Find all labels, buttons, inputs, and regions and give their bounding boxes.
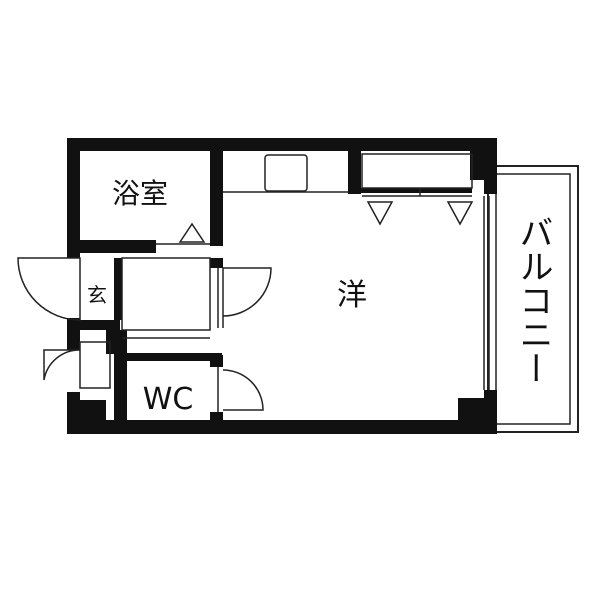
- wall-hall-bottom: [122, 353, 222, 361]
- wall-wc-right: [210, 355, 223, 367]
- wall-hall-right: [210, 258, 223, 268]
- balcony: [487, 165, 579, 433]
- closet: [361, 153, 473, 189]
- storage-door: [43, 349, 81, 381]
- balcony-inner-rail: [495, 173, 571, 425]
- kitchen-sink: [264, 154, 308, 192]
- wall-bottom: [67, 420, 497, 434]
- wall-closet-left: [348, 150, 361, 194]
- wc-door: [222, 369, 264, 411]
- wall-entrance-divider: [114, 258, 122, 320]
- closet-door-left: [366, 201, 394, 226]
- doors: [17, 257, 272, 411]
- toilet-label: WC: [143, 382, 194, 417]
- wall-wc-right-low: [210, 412, 223, 424]
- hall-door: [222, 267, 272, 317]
- wall-closet-bottom: [348, 188, 472, 193]
- fixtures: [121, 153, 490, 412]
- hall-partition: [121, 257, 211, 331]
- balcony-outer-rail: [487, 165, 579, 433]
- closet-door-right: [446, 201, 474, 226]
- wall-top: [67, 138, 497, 151]
- wall-bath-right: [210, 150, 223, 246]
- bath-label: 浴室: [112, 177, 168, 210]
- corner-block-bottom: [458, 398, 486, 422]
- wall-right-bottom: [484, 390, 497, 434]
- storage-unit: [79, 341, 111, 389]
- entrance-label: 玄: [87, 283, 107, 307]
- corner-block-top: [470, 150, 486, 180]
- wall-left-upper: [67, 138, 80, 258]
- balcony-label: バルコニー: [513, 215, 553, 385]
- wall-right-top: [484, 138, 497, 194]
- wall-stub: [70, 320, 120, 330]
- western-room-label: 洋: [337, 278, 367, 313]
- wall-left-lower: [67, 392, 80, 434]
- wall-bath-bottom: [80, 240, 156, 253]
- bath-vent-symbol: [178, 222, 206, 243]
- wall-wc-left: [114, 330, 127, 422]
- sw-column: [80, 400, 106, 422]
- entrance-door: [17, 257, 81, 321]
